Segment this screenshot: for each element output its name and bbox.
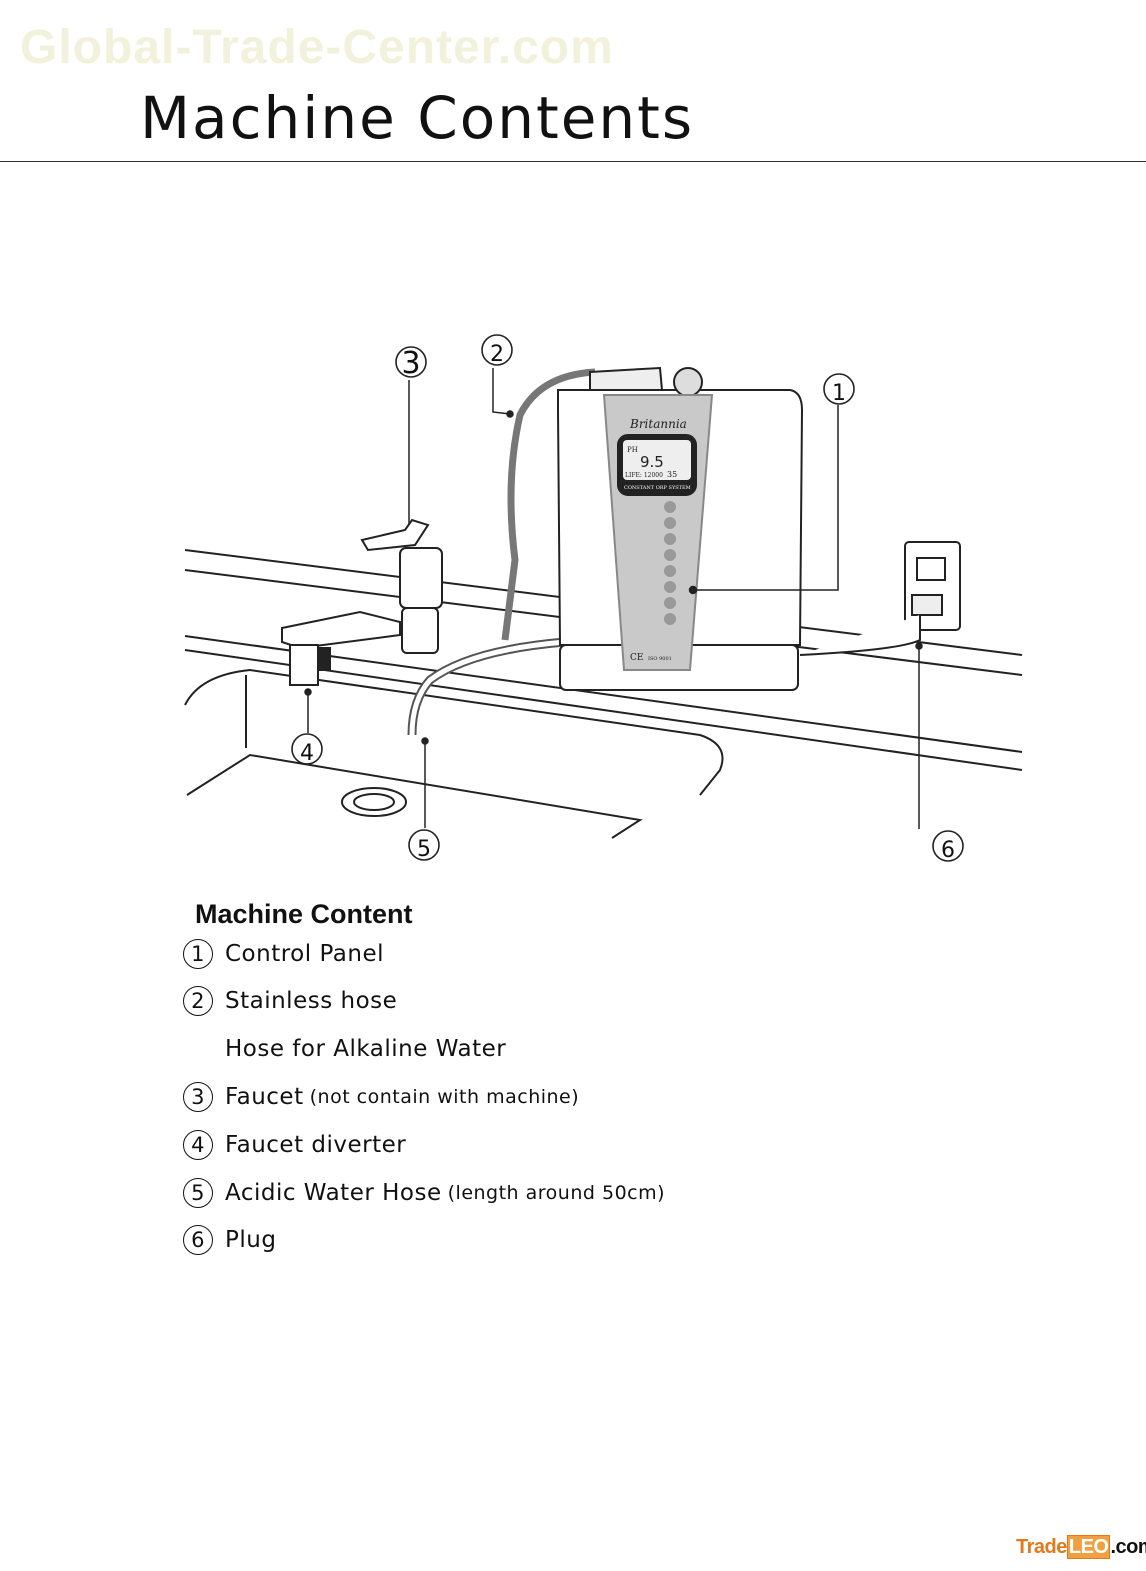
svg-text:CONSTANT ORP SYSTEM: CONSTANT ORP SYSTEM [624,485,691,491]
item-number: 3 [183,1082,213,1112]
item-number: 2 [183,986,213,1016]
svg-text:3: 3 [401,346,420,381]
svg-text:4: 4 [300,741,314,766]
page-title: Machine Contents [140,84,695,152]
svg-text:LIFE: 12000: LIFE: 12000 [625,472,663,479]
wall-outlet [799,541,961,656]
item-label: Faucet diverter [225,1132,407,1158]
item-label: Acidic Water Hose [225,1180,442,1206]
item-label: Control Panel [225,941,384,967]
svg-text:9.5: 9.5 [640,453,664,471]
callout-leaders [304,368,923,829]
svg-text:1: 1 [832,381,846,406]
list-item: 1 Control Panel [183,937,384,971]
item-note: (not contain with machine) [309,1086,580,1108]
machine-labels: Britannia PH 9.5 LIFE: 12000 35 CONSTANT… [624,417,691,663]
faucet-illustration [281,518,443,686]
item-number: 1 [183,939,213,969]
list-item: 4 Faucet diverter [183,1128,406,1162]
list-heading: Machine Content [195,899,413,929]
machine-installation-diagram: Britannia PH 9.5 LIFE: 12000 35 CONSTANT… [184,334,1023,863]
item-number: 6 [183,1225,213,1255]
svg-text:5: 5 [417,837,431,862]
list-item: 6 Plug [183,1223,276,1257]
item-label: Plug [225,1227,277,1253]
svg-text:CE: CE [630,653,643,663]
callout-numbers: 3 2 1 4 5 6 [291,334,964,863]
list-item: 2 Stainless hose [183,984,397,1018]
list-item: Hose for Alkaline Water [183,1032,506,1066]
svg-text:PH: PH [627,446,638,454]
svg-text:Britannia: Britannia [629,417,687,431]
item-note: (length around 50cm) [447,1182,666,1204]
svg-text:35: 35 [667,470,677,479]
list-item: 5 Acidic Water Hose(length around 50cm) [183,1176,665,1210]
item-number: 4 [183,1130,213,1160]
watermark: Global-Trade-Center.com [20,21,614,74]
item-label: Faucet [225,1084,304,1110]
item-number: 5 [183,1178,213,1208]
item-label: Hose for Alkaline Water [225,1036,507,1062]
stainless-hose [501,368,596,641]
item-label: Stainless hose [225,988,398,1014]
water-ionizer-machine [557,366,804,691]
list-item: 3 Faucet(not contain with machine) [183,1080,579,1114]
title-divider [0,161,1146,162]
svg-text:ISO 9001: ISO 9001 [648,656,672,662]
svg-text:2: 2 [490,342,504,367]
svg-text:6: 6 [941,838,955,863]
